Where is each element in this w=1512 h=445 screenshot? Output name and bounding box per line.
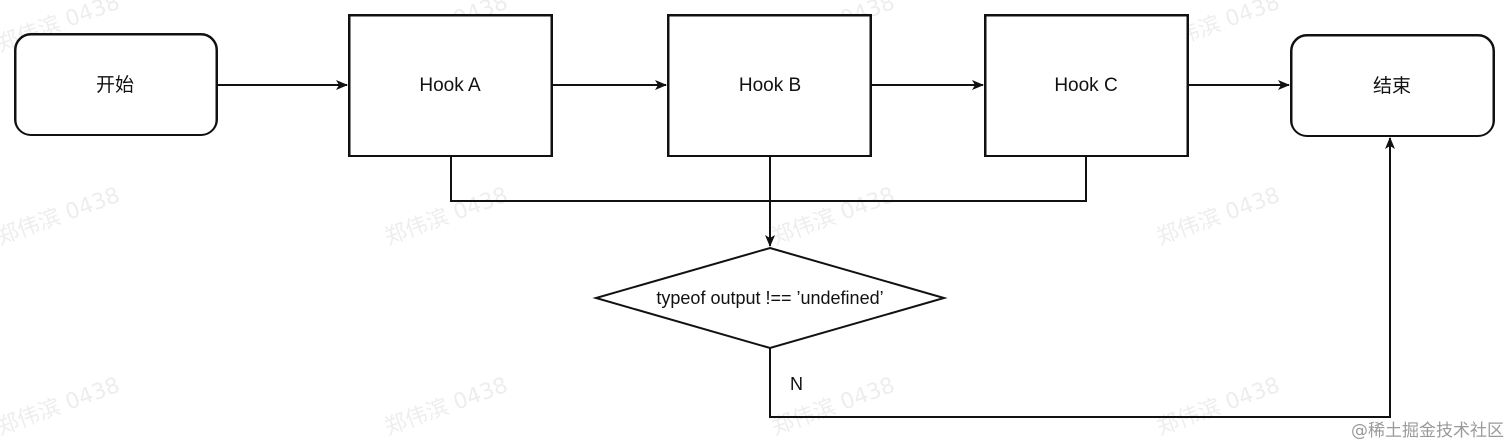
hook-c-label: Hook C [1054,75,1117,96]
watermark: 郑伟滨 0438 [0,373,123,441]
watermark: 郑伟滨 0438 [1154,373,1284,441]
edge-no-label: N [790,374,803,394]
end-label: 结束 [1373,75,1411,97]
end-node: 结束 [1290,34,1495,137]
start-node: 开始 [14,33,218,136]
watermark: 郑伟滨 0438 [382,373,512,441]
hook-a-label: Hook A [419,75,481,96]
edge-hook-a-merge [450,156,1087,202]
watermark: 郑伟滨 0438 [1154,183,1284,251]
watermark: 郑伟滨 0438 [382,183,512,251]
source-watermark: @稀土掘金技术社区 [1351,421,1504,441]
condition-node: typeof output !== ’undefined’ [592,246,948,350]
edge-condition-no-end [769,137,1395,418]
watermark: 郑伟滨 0438 [0,183,123,251]
start-label: 开始 [96,74,134,96]
hook-b-node: Hook B [667,14,872,157]
hook-b-label: Hook B [739,75,801,96]
condition-label: typeof output !== ’undefined’ [656,288,883,308]
hook-c-node: Hook C [984,14,1189,157]
hook-a-node: Hook A [348,14,553,157]
watermark: 郑伟滨 0438 [769,183,899,251]
watermark: 郑伟滨 0438 [769,373,899,441]
edges: N [217,80,1395,418]
